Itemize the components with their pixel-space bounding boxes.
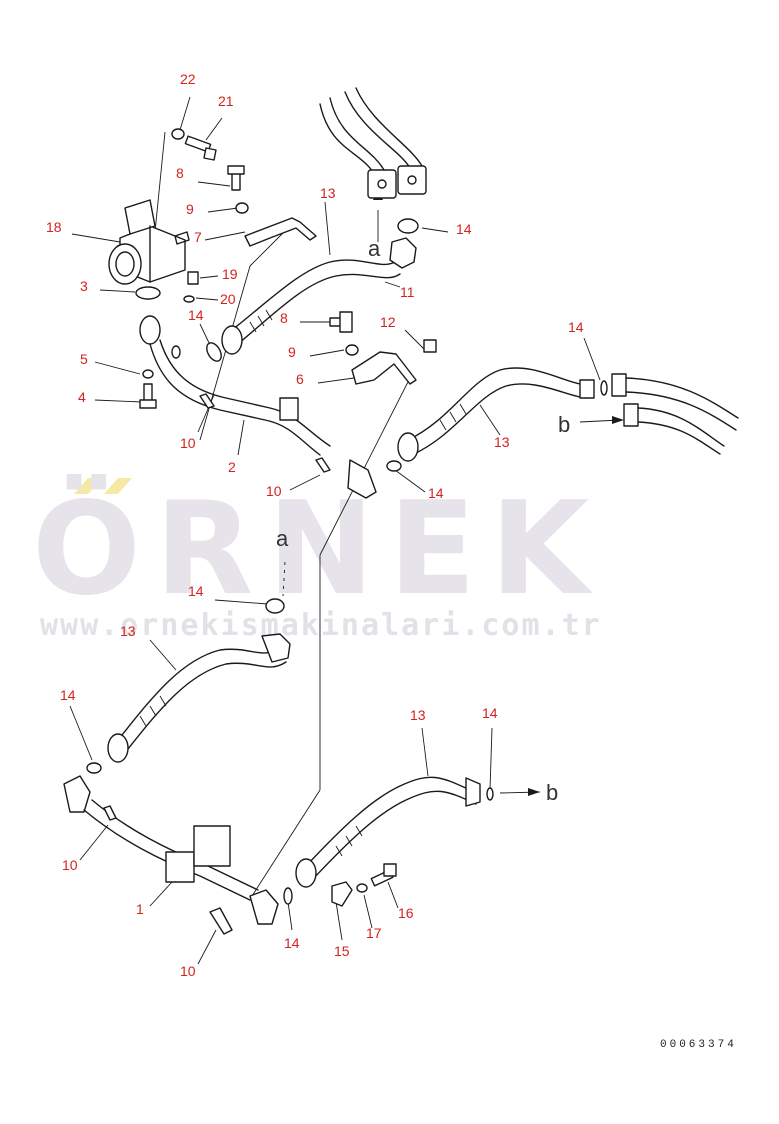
callout-13-b: 13 <box>494 434 510 450</box>
hose-13-lower-right <box>295 776 481 888</box>
callout-10-b: 10 <box>266 483 282 499</box>
callout-2: 2 <box>228 459 236 475</box>
callout-13-c: 13 <box>120 623 136 639</box>
callout-22: 22 <box>180 71 196 87</box>
reference-b-lower: b <box>546 780 558 805</box>
reference-b-upper: b <box>558 412 570 437</box>
o-ring-14-a <box>206 342 222 362</box>
valve-block-18 <box>108 199 190 285</box>
callout-1: 1 <box>136 901 144 917</box>
o-ring-14-e <box>265 598 285 614</box>
bolt-19 <box>187 271 199 285</box>
bolt-21 <box>184 135 217 161</box>
clamp-10-lower <box>209 907 233 935</box>
reference-a-upper: a <box>368 236 381 261</box>
callout-20: 20 <box>220 291 236 307</box>
o-ring-14-f <box>86 762 102 774</box>
callout-10-a: 10 <box>180 435 196 451</box>
callout-18: 18 <box>46 219 62 235</box>
callout-10-d: 10 <box>180 963 196 979</box>
bracket-15 <box>331 881 353 907</box>
supply-tubes-right <box>611 373 739 455</box>
callout-14-g: 14 <box>482 705 498 721</box>
bolt-8-upper <box>227 165 245 191</box>
hose-13-upper <box>221 237 417 355</box>
washer-5 <box>142 369 154 379</box>
callout-8-lower: 8 <box>280 310 288 326</box>
watermark-umlaut-icon <box>74 478 132 494</box>
callout-16: 16 <box>398 905 414 921</box>
callout-9-lower: 9 <box>288 344 296 360</box>
bracket-6 <box>351 351 417 385</box>
clamp-10-mid <box>199 393 215 409</box>
clamp-10-right <box>315 457 331 473</box>
washer-9-upper <box>235 202 249 214</box>
callout-17: 17 <box>366 925 382 941</box>
callout-5: 5 <box>80 351 88 367</box>
o-ring-14-c <box>386 460 402 472</box>
o-ring-14-h <box>486 787 494 801</box>
callout-14-b: 14 <box>456 221 472 237</box>
bolt-8-lower <box>329 311 353 333</box>
hose-13-right <box>397 367 595 462</box>
leader-lines <box>69 96 621 965</box>
o-ring-14-g <box>283 887 293 905</box>
pipe-2 <box>139 315 377 499</box>
hose-13-lower-left <box>107 633 291 763</box>
watermark-brand: ÖRNEK <box>32 475 604 624</box>
washer-17 <box>356 883 368 893</box>
callout-13-d: 13 <box>410 707 426 723</box>
callout-7: 7 <box>194 229 202 245</box>
callout-9-upper: 9 <box>186 201 194 217</box>
callout-11: 11 <box>400 284 415 300</box>
callout-14-c: 14 <box>568 319 584 335</box>
o-ring-14-d <box>600 380 608 396</box>
callout-6: 6 <box>296 371 304 387</box>
arrow-icons <box>373 190 624 796</box>
bolt-16 <box>370 863 397 887</box>
washer-22 <box>171 128 185 140</box>
callout-10-c: 10 <box>62 857 78 873</box>
callout-labels: 22 21 8 9 18 7 19 20 3 14 5 4 10 2 13 14… <box>46 71 584 979</box>
supply-tubes-upper <box>319 87 427 199</box>
bolt-4 <box>139 383 157 409</box>
callout-4: 4 <box>78 389 86 405</box>
document-number: 00063374 <box>660 1039 737 1051</box>
clamp-10-left <box>103 805 117 821</box>
bracket-7 <box>244 217 317 247</box>
callout-14-f: 14 <box>60 687 76 703</box>
callout-21: 21 <box>218 93 234 109</box>
washer-9-lower <box>345 344 359 356</box>
callout-3: 3 <box>80 278 88 294</box>
o-ring-3 <box>135 286 161 300</box>
callout-19: 19 <box>222 266 238 282</box>
callout-14-h: 14 <box>284 935 300 951</box>
callout-14-a: 14 <box>188 307 204 323</box>
callout-14-d: 14 <box>428 485 444 501</box>
pipe-1 <box>63 775 279 925</box>
o-ring-14-b <box>397 218 419 234</box>
nut-12 <box>423 339 437 353</box>
callout-13-a: 13 <box>320 185 336 201</box>
callout-15: 15 <box>334 943 350 959</box>
callout-8-upper: 8 <box>176 165 184 181</box>
callout-12: 12 <box>380 314 396 330</box>
callout-14-e: 14 <box>188 583 204 599</box>
reference-a-lower: a <box>276 526 289 551</box>
washer-20 <box>183 295 195 303</box>
